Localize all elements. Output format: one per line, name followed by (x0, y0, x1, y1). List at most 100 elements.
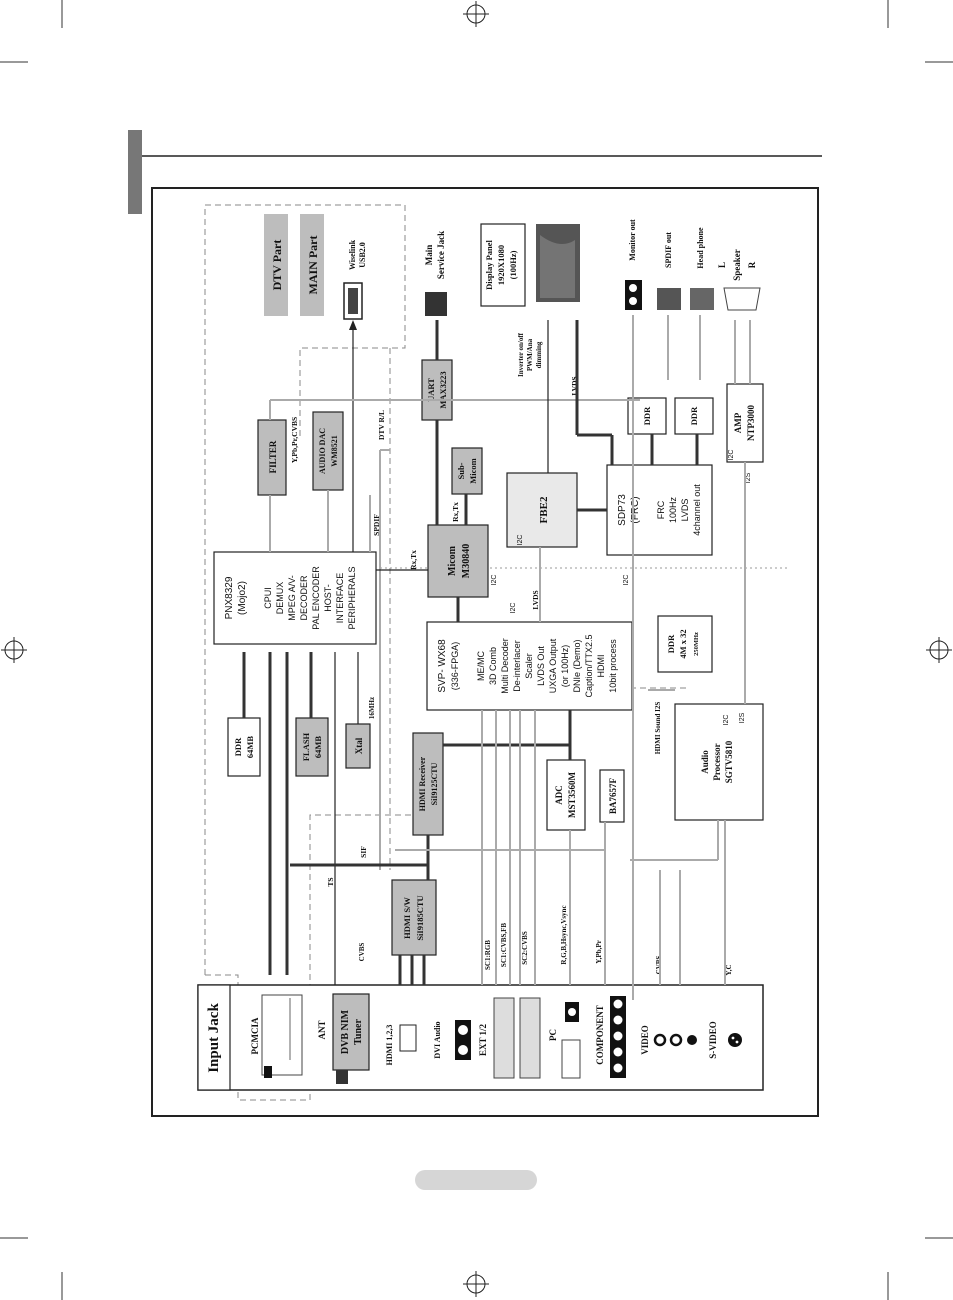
svg-text:DDR: DDR (233, 737, 243, 756)
filter-box (257, 419, 287, 496)
svg-text:SPDIF: SPDIF (372, 514, 381, 536)
dvi-audio-label: DVI Audio (433, 1021, 442, 1058)
svg-text:Speaker: Speaker (732, 249, 742, 281)
svg-text:INTERFACE: INTERFACE (335, 573, 345, 624)
spdif-out-icon (657, 288, 681, 310)
svg-text:Main: Main (424, 245, 434, 266)
ant-label: ANT (317, 1020, 327, 1039)
svg-text:1920X1080: 1920X1080 (496, 245, 506, 285)
service-jack-icon (425, 292, 447, 316)
hdmi-port-icon (399, 1024, 417, 1052)
svg-text:SC2:CVBS: SC2:CVBS (521, 931, 529, 965)
svg-text:Service Jack: Service Jack (436, 231, 446, 279)
svg-text:AMP: AMP (733, 412, 743, 433)
svg-text:Xtal: Xtal (354, 737, 364, 754)
svg-text:3D Comb: 3D Comb (488, 647, 498, 685)
svg-text:Micom: Micom (447, 545, 458, 576)
svg-text:Monitor out: Monitor out (628, 219, 637, 261)
ba7657f-box (599, 769, 625, 823)
svg-text:MST3560M: MST3560M (567, 771, 577, 818)
speaker-icon (723, 287, 761, 311)
svg-text:Wiselink: Wiselink (348, 239, 357, 270)
diagram-frame (151, 187, 819, 1117)
svg-text:4channel out: 4channel out (692, 484, 702, 536)
ddr-frc-2-box (674, 397, 714, 435)
svg-text:(336-FPGA): (336-FPGA) (450, 642, 460, 691)
svg-text:DVB NIM: DVB NIM (340, 1009, 351, 1054)
svg-text:ME/MC: ME/MC (476, 651, 486, 681)
svg-text:Caption/TTX2.5: Caption/TTX2.5 (584, 634, 594, 697)
svg-text:I2S: I2S (745, 472, 752, 483)
svg-text:SDP73: SDP73 (617, 494, 628, 526)
svg-text:HOST-: HOST- (323, 584, 333, 612)
pcmcia-slot-icon (261, 994, 303, 1078)
svg-text:UART: UART (426, 378, 436, 402)
svg-text:De-interlacer: De-interlacer (512, 640, 522, 692)
scart-connector-icon (493, 997, 541, 1079)
svg-text:DDR: DDR (689, 406, 699, 425)
dtv-region-outline (204, 204, 406, 975)
svg-text:PERIPHERALS: PERIPHERALS (347, 566, 357, 629)
pnx8329-box (213, 551, 377, 645)
svg-text:LVDS: LVDS (680, 499, 690, 522)
tuner-connector-icon (336, 1070, 348, 1084)
svg-text:LVDS: LVDS (570, 376, 579, 395)
svg-text:R: R (747, 261, 757, 268)
svg-text:MAIN Part: MAIN Part (306, 236, 320, 295)
headphone-jack-icon (690, 288, 714, 310)
svg-text:Y,C: Y,C (725, 964, 733, 975)
svg-text:I2S: I2S (739, 712, 746, 723)
sdp73-box (606, 464, 713, 556)
component-jacks-icon (610, 996, 626, 1078)
svg-text:250MHz: 250MHz (693, 632, 700, 656)
ddr-4m-box (657, 615, 713, 673)
svg-text:I2C: I2C (517, 535, 524, 546)
video-jack-icon (653, 1033, 697, 1047)
svg-text:(or 100Hz): (or 100Hz) (560, 645, 570, 688)
ext-label: EXT 1/2 (478, 1023, 488, 1056)
svg-text:FBE2: FBE2 (538, 496, 550, 523)
svg-text:PWM/Ana: PWM/Ana (526, 338, 534, 371)
svg-text:Y,Pb,Pr,CVBS: Y,Pb,Pr,CVBS (290, 417, 299, 463)
svideo-jack-icon (728, 1033, 742, 1047)
svg-text:M30840: M30840 (461, 544, 472, 578)
svg-text:I2C: I2C (510, 603, 517, 614)
pcmcia-label: PCMCIA (250, 1017, 260, 1054)
flash-64mb-box (295, 717, 329, 777)
svg-text:10bit process: 10bit process (608, 639, 618, 693)
svg-text:MAX3223: MAX3223 (438, 371, 448, 408)
svg-text:DECODER: DECODER (299, 575, 309, 621)
svg-text:BA7657F: BA7657F (608, 777, 618, 814)
svg-text:FRC: FRC (656, 500, 666, 519)
svg-text:PNX8329: PNX8329 (224, 576, 235, 619)
svg-text:DEMUX: DEMUX (275, 582, 285, 615)
svg-text:USB2.0: USB2.0 (358, 242, 367, 268)
svg-text:SVP- WX68: SVP- WX68 (437, 639, 448, 693)
svg-text:Scaler: Scaler (524, 653, 534, 679)
svg-text:AUDIO DAC: AUDIO DAC (318, 428, 327, 474)
audio-processor-box (674, 703, 764, 821)
ddr-frc-1-box (627, 397, 667, 435)
svg-text:CPUI: CPUI (263, 587, 273, 609)
pc-audio-jack-icon (565, 1002, 579, 1022)
svg-text:Processor: Processor (712, 743, 722, 780)
dvb-tuner-box (332, 993, 370, 1071)
sub-micom-box (451, 447, 483, 495)
svg-text:HDMI Receiver: HDMI Receiver (418, 756, 427, 811)
svg-text:SC1:CVBS,FB: SC1:CVBS,FB (500, 923, 508, 967)
dvi-audio-jack-icon (455, 1020, 471, 1060)
svg-text:DDR: DDR (666, 634, 676, 653)
svg-text:HDMI Sound I2S: HDMI Sound I2S (654, 702, 662, 755)
svg-text:DTV Part: DTV Part (270, 240, 284, 291)
svideo-label: S-VIDEO (708, 1021, 718, 1059)
svg-text:64MB: 64MB (245, 736, 255, 759)
svg-text:R,G,B,Hsync,Vsync: R,G,B,Hsync,Vsync (560, 905, 568, 964)
svg-text:I2C: I2C (623, 575, 630, 586)
vga-port-icon (561, 1039, 581, 1079)
svg-text:SPDIF out: SPDIF out (664, 232, 673, 268)
xtal-box (345, 723, 371, 769)
svg-text:Tuner: Tuner (353, 1019, 364, 1045)
svg-text:I2C: I2C (728, 450, 735, 461)
svg-text:Y,Pb,Pr: Y,Pb,Pr (595, 940, 603, 963)
